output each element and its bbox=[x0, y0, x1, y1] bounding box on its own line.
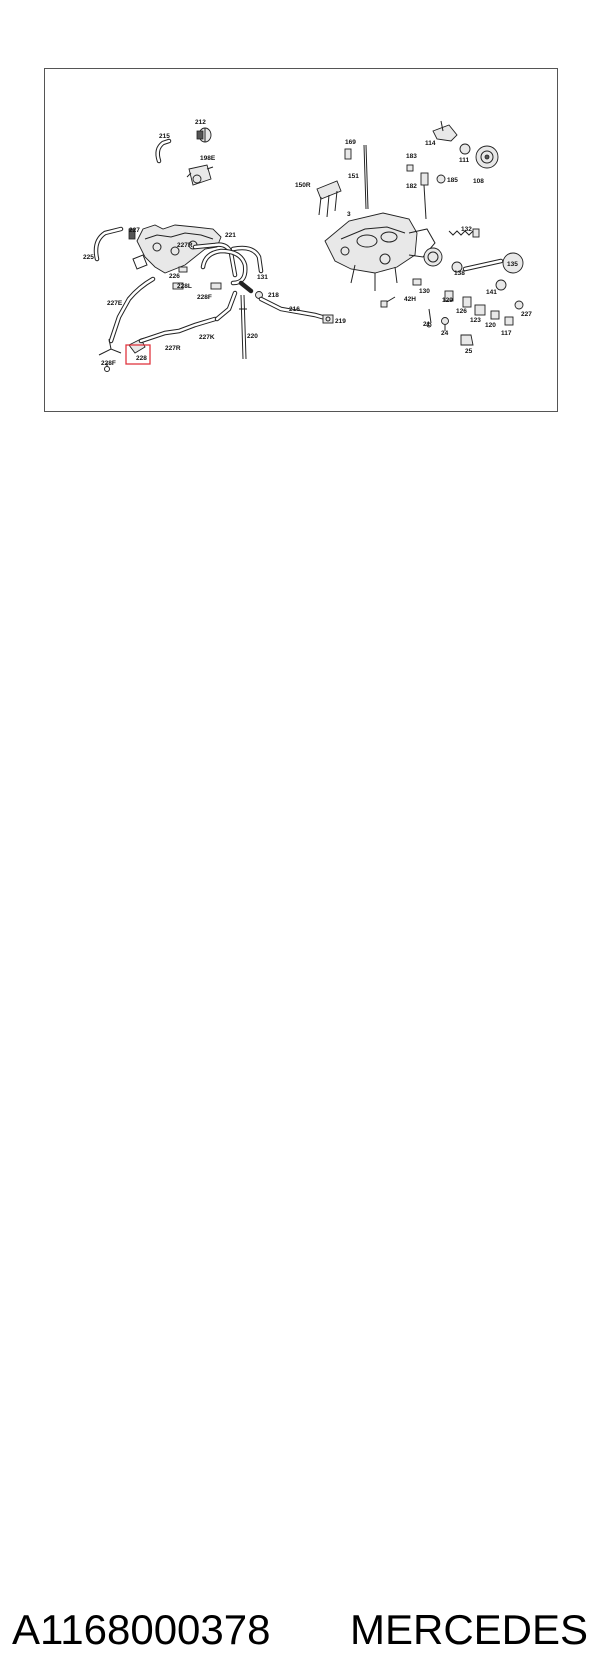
part-212 bbox=[196, 127, 212, 143]
part-114 bbox=[432, 120, 458, 142]
label-135: 135 bbox=[507, 261, 518, 268]
y-connector-228F bbox=[98, 338, 122, 372]
label-24: 24 bbox=[441, 330, 449, 337]
label-111: 111 bbox=[459, 157, 470, 164]
label-151: 151 bbox=[348, 173, 359, 180]
label-183: 183 bbox=[406, 153, 417, 160]
parts-diagram-frame: 212 215 198E 169 183 182 114 111 108 185… bbox=[44, 68, 558, 412]
label-212: 212 bbox=[195, 119, 206, 126]
label-227-right: 227 bbox=[521, 311, 532, 318]
part-150R bbox=[316, 180, 342, 218]
caption-bar: A1168000378 MERCEDES bbox=[0, 800, 600, 1653]
label-215: 215 bbox=[159, 133, 170, 140]
label-126: 126 bbox=[456, 308, 467, 315]
label-219: 219 bbox=[335, 318, 346, 325]
label-227R-top: 227R bbox=[177, 242, 193, 249]
label-114: 114 bbox=[425, 140, 436, 147]
highlight-box-228 bbox=[125, 344, 151, 365]
label-228: 228 bbox=[136, 355, 147, 362]
label-131: 131 bbox=[257, 274, 268, 281]
part-198E bbox=[186, 164, 214, 186]
label-227R-bottom: 227R bbox=[165, 345, 181, 352]
small-parts-row bbox=[444, 290, 524, 326]
label-227: 227 bbox=[129, 227, 140, 234]
label-185: 185 bbox=[447, 177, 458, 184]
label-129: 129 bbox=[442, 297, 453, 304]
label-221: 221 bbox=[225, 232, 236, 239]
label-228F-bottom: 228F bbox=[101, 360, 116, 367]
label-25: 25 bbox=[465, 348, 473, 355]
label-132: 132 bbox=[461, 226, 472, 233]
label-228F-top: 228F bbox=[197, 294, 212, 301]
intake-manifold bbox=[132, 224, 222, 274]
label-138: 138 bbox=[454, 270, 465, 277]
part-108 bbox=[475, 145, 499, 169]
label-198E: 198E bbox=[200, 155, 216, 162]
label-42H: 42H bbox=[404, 296, 416, 303]
brand-name: MERCEDES bbox=[350, 1606, 589, 1653]
label-226: 226 bbox=[169, 273, 180, 280]
carburettor-body bbox=[324, 212, 443, 291]
label-182: 182 bbox=[406, 183, 417, 190]
part-number: A1168000378 bbox=[12, 1606, 271, 1653]
parts-diagram: 212 215 198E 169 183 182 114 111 108 185… bbox=[83, 119, 532, 372]
small-parts-bottom bbox=[426, 308, 474, 346]
label-108: 108 bbox=[473, 178, 484, 185]
label-228L: 228L bbox=[177, 283, 192, 290]
label-227E: 227E bbox=[107, 300, 123, 307]
part-219 bbox=[322, 314, 334, 324]
label-3: 3 bbox=[347, 211, 351, 218]
label-117: 117 bbox=[501, 330, 512, 337]
label-225: 225 bbox=[83, 254, 94, 261]
label-130: 130 bbox=[419, 288, 430, 295]
part-227 bbox=[128, 228, 136, 240]
label-227K: 227K bbox=[199, 334, 215, 341]
part-135 bbox=[462, 252, 524, 274]
label-123: 123 bbox=[470, 317, 481, 324]
label-216: 216 bbox=[289, 306, 300, 313]
label-141: 141 bbox=[486, 289, 497, 296]
label-21: 21 bbox=[423, 321, 431, 328]
label-169: 169 bbox=[345, 139, 356, 146]
label-150R: 150R bbox=[295, 182, 311, 189]
label-220: 220 bbox=[247, 333, 258, 340]
label-120: 120 bbox=[485, 322, 496, 329]
label-218: 218 bbox=[268, 292, 279, 299]
